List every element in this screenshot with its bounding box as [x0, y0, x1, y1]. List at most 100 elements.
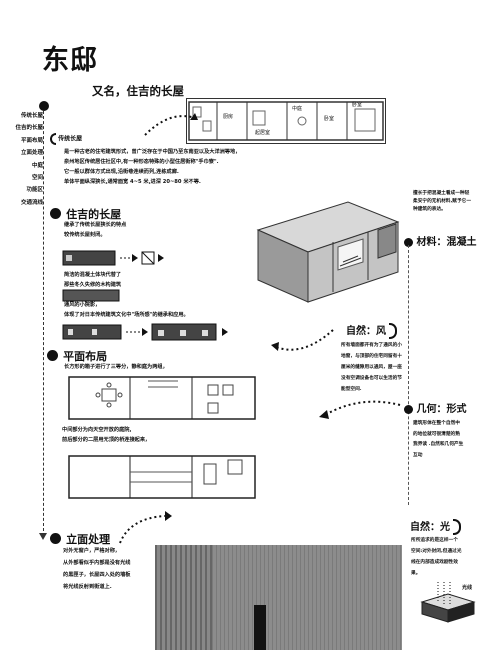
body-line: 地窗，与顶部的住宅同留有十 — [341, 354, 402, 359]
page-subtitle: 又名，住吉的长屋 — [92, 84, 184, 98]
section-traditional: 传统长屋 是一种古老的住宅建筑形式，曾广泛存在于中国乃至东南亚以及大洋洲等地， … — [50, 133, 250, 187]
timeline-end-arrow — [39, 533, 47, 540]
ground-floor-plan — [68, 376, 256, 420]
body-line: 体现了对日本传统建筑文化中"场所感"的继承和应用。 — [64, 312, 189, 318]
heading-text: 几何：形式 — [416, 404, 467, 415]
body-line: 简洁的混凝土体块代替了 — [64, 272, 122, 278]
section-bullet-icon — [47, 350, 58, 361]
nav-item[interactable]: 立面处理 — [20, 150, 43, 157]
body-line: 我界读 .自然和几何产生 — [413, 442, 464, 447]
body-line: 单体平面纵深狭长,通常面宽 4~5 米,进深 20~80 米不等. — [64, 179, 201, 185]
material-heading: 材料：混凝土 — [404, 233, 476, 248]
plan-layout-text-2: 中间部分为向天空开放的庭院, 前后部分的二层用无顶的桥连接起来， — [62, 425, 150, 445]
body-line: 它一般以群体方式出现,沿街巷连续而列,连栋成廊. — [64, 169, 179, 175]
body-line: 前后部分的二层用无顶的桥连接起来， — [62, 437, 151, 443]
bullet-icon — [404, 237, 413, 247]
plan-room-label: 厨房 — [223, 114, 234, 120]
body-line: 厘米的缝隙用以通风，屋一座 — [341, 365, 402, 370]
page-title: 东邸 — [42, 45, 98, 76]
body-line: 互动 — [413, 452, 423, 458]
body-line: 将光线反射到街道上. — [63, 584, 112, 590]
upper-floor-plan — [68, 455, 256, 499]
heading-text: 自然：光 — [410, 522, 450, 533]
light-label: 光线 — [462, 585, 473, 591]
body-line: 所所追求的是这样一个 — [411, 538, 458, 543]
light-diagram — [420, 582, 476, 623]
light-heading: 自然：光 — [410, 518, 462, 535]
dotted-arrow-top — [144, 113, 198, 136]
heading-text: 自然：风 — [346, 326, 386, 337]
section-elevation: 立面处理 — [50, 528, 110, 547]
sumiyoshi-text-3: 通风的小院影， 体现了对日本传统建筑文化中"场所感"的继承和应用。 — [64, 300, 244, 320]
section-heading: 传统长屋 — [58, 135, 83, 143]
body-line: 线在内部造成戏剧性效 — [411, 560, 458, 565]
section-heading: 住吉的长屋 — [66, 208, 122, 221]
body-line: 能型空间. — [341, 387, 362, 392]
body-line: 从外部看似乎内部是没有光线 — [63, 560, 131, 566]
dotted-arrow-elevation — [119, 511, 172, 544]
body-line: 是一种古老的住宅建筑形式，曾广泛存在于中国乃至东南亚以及大洋洲等地， — [64, 149, 241, 155]
timeline-line — [43, 106, 44, 536]
material-intro: 擅长于把混凝土看成一种轻 柔安宁的无机材料,赋予它一 种建筑的表达。 — [413, 190, 496, 214]
dotted-arrow-geometry — [319, 400, 401, 419]
body-line: 空间:对外封闭,但通过光 — [411, 549, 462, 554]
plan-layout-text: 长方形的箱子进行了三等分，静和庭为两组， — [64, 362, 168, 372]
axonometric-model-image — [256, 201, 400, 303]
body-line: 的黑匣子，长屋四入处的墙板 — [63, 572, 131, 578]
light-text: 所所追求的是这样一个 空间:对外封闭,但通过光 线在内部造成戏剧性效 果。 — [411, 535, 491, 579]
body-line: 中间部分为向天空开放的庭院, — [62, 427, 132, 433]
body-line: 通风的小院影， — [64, 302, 101, 308]
top-floor-plan: 厨房 中庭 卧室 起居室 卧室 — [186, 98, 386, 144]
body-line: 继承了传统长屋狭长的特点 — [64, 222, 127, 228]
body-line: 擅长于把混凝土看成一种轻 — [413, 191, 470, 196]
box-diagram-2 — [62, 289, 120, 302]
section-bullet-icon — [50, 533, 61, 544]
bracket-icon — [389, 323, 398, 339]
body-line: 对外无窗户，严格对称， — [63, 548, 121, 554]
nav-item[interactable]: 住吉的长屋 — [15, 125, 43, 132]
body-line: 较传统长屋封闭。 — [64, 232, 106, 238]
wind-text: 所有墙面都开有为了通风的小 地窗，与顶部的住宅同留有十 厘米的缝隙用以通风，屋一… — [341, 340, 411, 395]
body-line: 长方形的箱子进行了三等分，静和庭为两组， — [64, 364, 168, 370]
side-nav: 传统长屋 住吉的长屋 平面布局 立面处理 中庭 空间 功能区 交通流线 — [3, 110, 43, 209]
body-line: 泉州地区传统居住社区中,有一种形态特殊的小型住居街称"手巾寮". — [64, 159, 219, 165]
nav-item[interactable]: 空间 — [31, 175, 43, 182]
geometry-text: 建筑形体在整个自然中 的地位就可很清楚的熟 我界读 .自然和几何产生 互动 — [413, 419, 493, 461]
section-sumiyoshi: 住吉的长屋 — [50, 203, 121, 222]
plan-room-label: 卧室 — [324, 116, 335, 122]
elevation-text: 对外无窗户，严格对称， 从外部看似乎内部是没有光线 的黑匣子，长屋四入处的墙板 … — [63, 545, 163, 593]
section-plan-layout: 平面布局 — [47, 345, 107, 364]
body-line: 建筑形体在整个自然中 — [413, 421, 460, 426]
plan-room-label: 中庭 — [292, 106, 303, 112]
bracket-icon — [453, 519, 462, 535]
section-bullet-icon — [50, 208, 61, 219]
section-heading: 立面处理 — [66, 533, 111, 546]
section-heading: 平面布局 — [63, 350, 108, 363]
body-line: 那些冬久失修的木构建筑 — [64, 282, 122, 288]
nav-item[interactable]: 交通流线 — [20, 199, 43, 206]
body-line: 的地位就可很清楚的熟 — [413, 431, 460, 437]
body-line: 没有空调设备也可以生活的节 — [341, 376, 402, 381]
box-diagram — [62, 250, 164, 266]
top-plan-svg — [188, 101, 384, 141]
plan-room-label: 卧室 — [352, 102, 363, 108]
plan-room-label: 起居室 — [255, 130, 271, 136]
timeline-start-dot — [39, 101, 49, 111]
sumiyoshi-text: 继承了传统长屋狭长的特点 较传统长屋封闭。 — [64, 220, 244, 240]
nav-item[interactable]: 传统长屋 — [20, 113, 43, 119]
body-line: 柔安宁的无机材料,赋予它一 — [413, 199, 472, 204]
wind-heading: 自然：风 — [346, 322, 398, 339]
elevation-photo-right — [212, 545, 402, 650]
entrance-opening — [254, 605, 266, 650]
body-line: 所有墙面都开有为了通风的小 — [341, 343, 402, 348]
nav-item[interactable]: 平面布局 — [20, 137, 43, 144]
body-line: 果。 — [411, 571, 421, 576]
dotted-arrow-wind — [271, 329, 334, 351]
nav-item[interactable]: 功能区 — [26, 187, 43, 194]
body-line: 种建筑的表达。 — [413, 207, 446, 212]
heading-text: 材料：混凝土 — [416, 237, 477, 248]
bullet-icon — [404, 404, 413, 414]
nav-item[interactable]: 中庭 — [31, 162, 43, 169]
right-connector-line — [408, 245, 409, 505]
sumiyoshi-text-2: 简洁的混凝土体块代替了 那些冬久失修的木构建筑 — [64, 270, 244, 290]
